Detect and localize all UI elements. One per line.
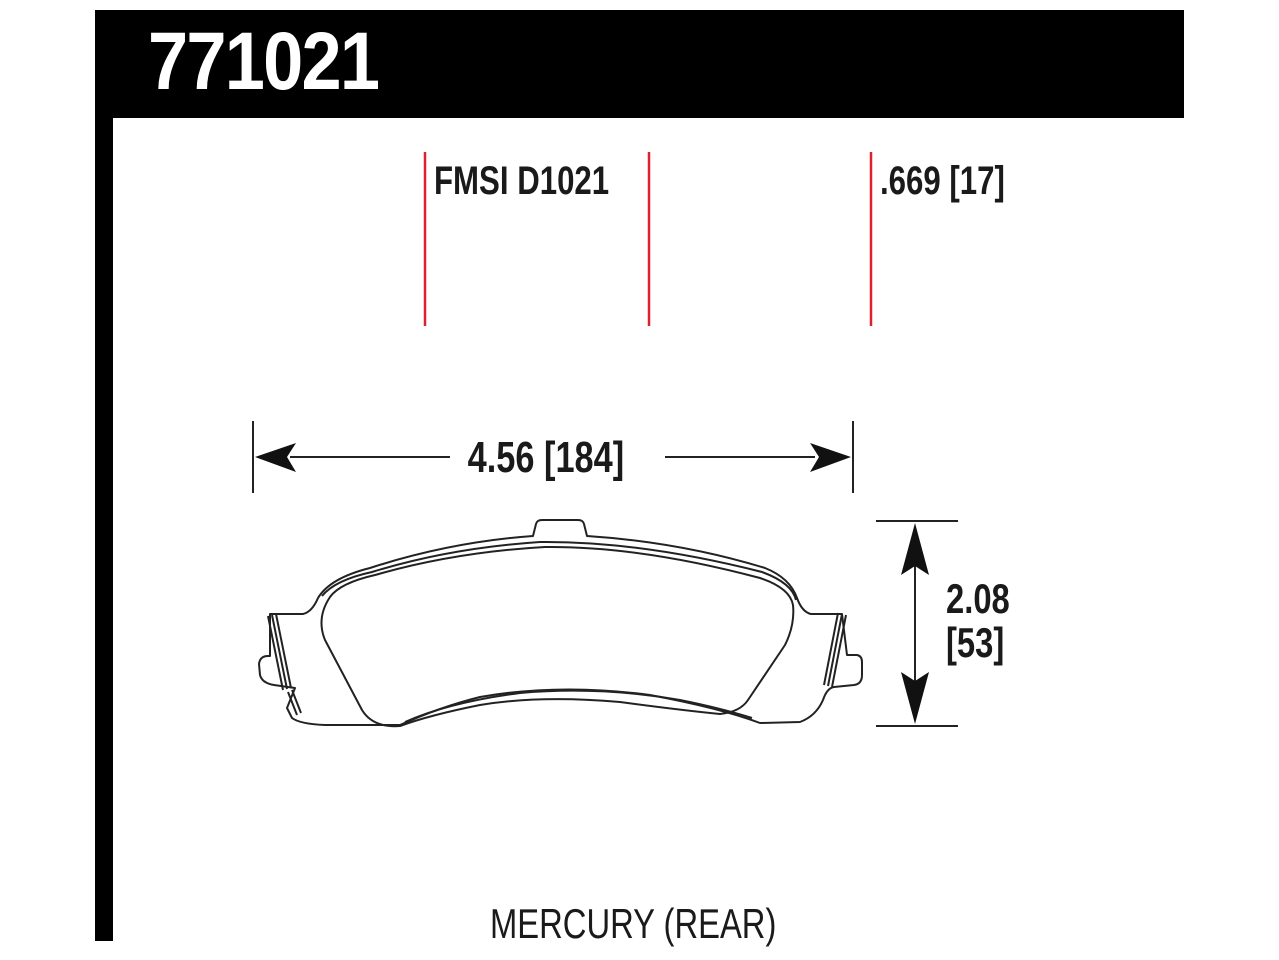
width-label: 4.56 [184] — [463, 433, 629, 483]
height-inches: 2.08 — [946, 575, 1010, 622]
brake-pad-outline — [258, 519, 863, 728]
width-dimension — [252, 421, 854, 493]
part-number: 771021 — [148, 16, 380, 107]
height-label: 2.08 [53] — [946, 577, 1010, 665]
arrow-down-icon — [901, 672, 929, 724]
header-bar — [95, 10, 1184, 118]
arrow-up-icon — [901, 523, 929, 575]
thickness-label: .669 [17] — [880, 159, 1005, 203]
height-mm: [53] — [946, 619, 1005, 666]
fmsi-label: FMSI D1021 — [434, 159, 610, 203]
application-caption: MERCURY (REAR) — [490, 900, 777, 947]
arrow-left-icon — [255, 443, 296, 472]
arrow-right-icon — [810, 443, 851, 472]
thickness-reference-lines — [423, 152, 873, 326]
frame-left-bar — [95, 10, 113, 941]
height-dimension — [876, 520, 958, 727]
